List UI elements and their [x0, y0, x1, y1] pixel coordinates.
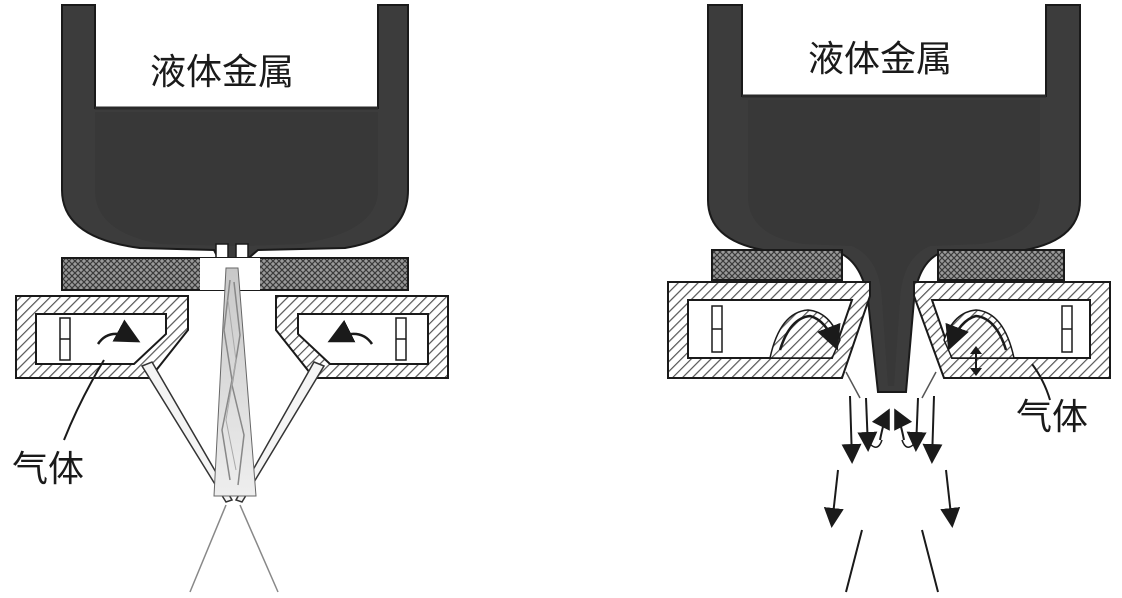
left-gas-label: 气体 [12, 449, 85, 490]
left-metal-spray [213, 267, 257, 497]
right-atomizer [667, 4, 1111, 593]
right-crucible-label: 液体金属 [808, 39, 953, 80]
left-gas-jets [140, 361, 326, 503]
right-flow-arrows [823, 395, 961, 528]
left-atomizer [15, 4, 449, 593]
right-gas-jets [845, 371, 937, 399]
right-seal-plate [711, 249, 843, 281]
left-crucible-label: 液体金属 [150, 52, 295, 93]
right-gas-label: 气体 [1016, 397, 1089, 438]
